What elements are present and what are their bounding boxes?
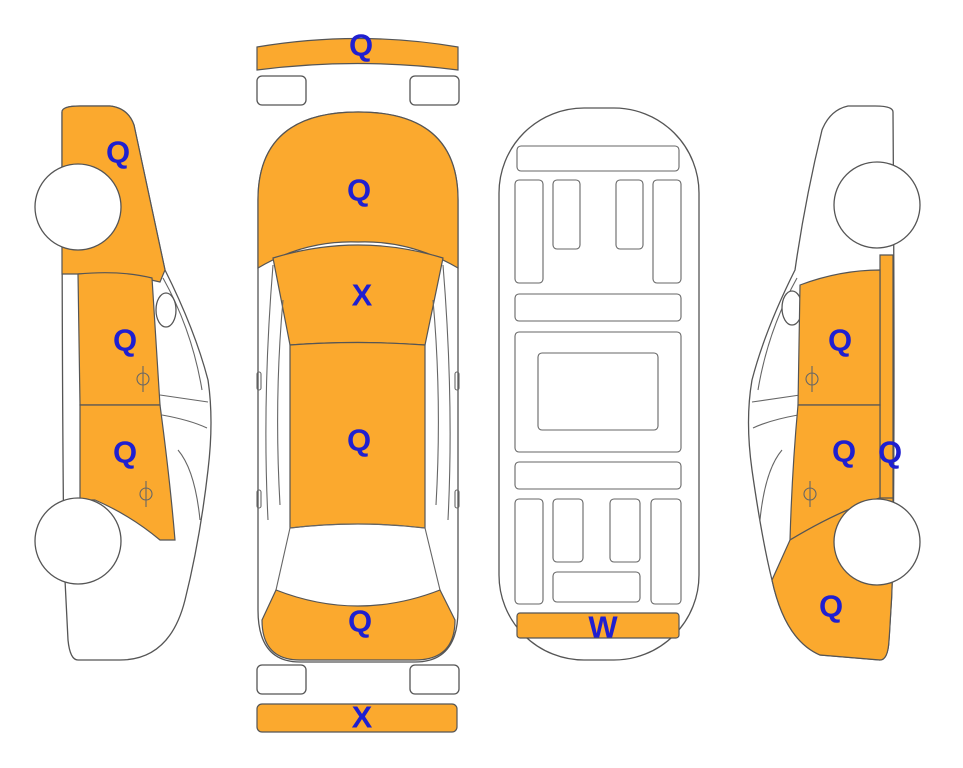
left-front-wheel — [34, 163, 122, 251]
left-rear-wheel — [34, 497, 122, 585]
right-side-view: Q Q Q Q — [747, 105, 921, 661]
underbody-front-inner-left — [552, 179, 581, 250]
right-front-door-panel[interactable] — [797, 269, 881, 406]
left-rear-door-panel[interactable] — [79, 404, 176, 541]
underbody-rear-inner-right — [609, 498, 641, 563]
left-front-door-handle — [136, 366, 150, 392]
right-front-wheel — [833, 161, 921, 249]
left-side-window-lines — [159, 277, 209, 521]
left-rear-light-top — [256, 664, 307, 695]
underbody-view: W — [498, 107, 700, 661]
underbody-mid-bar-2 — [514, 461, 682, 490]
right-rocker-code: Q — [878, 435, 902, 470]
hood-code: Q — [347, 173, 371, 208]
front-bumper-panel[interactable] — [256, 37, 459, 71]
right-side-window-lines — [751, 277, 801, 521]
right-side-window-lines — [432, 264, 451, 521]
right-mirror-top — [409, 75, 460, 106]
right-handle-top-view-2 — [454, 489, 460, 509]
left-mirror-top — [256, 75, 307, 106]
left-rear-door-code: Q — [113, 435, 137, 470]
underbody-rear-right-rail — [650, 498, 682, 605]
underbody-rear-cross — [552, 571, 641, 603]
underbody-rear-left-rail — [514, 498, 544, 605]
left-front-fender-code: Q — [106, 135, 130, 170]
front-bumper-code: Q — [349, 28, 373, 63]
trunk-code: Q — [348, 604, 372, 639]
underbody-front-right-rail — [652, 179, 682, 284]
left-side-window-lines — [265, 264, 284, 521]
underbody-front-bar — [516, 145, 680, 172]
right-front-door-code: Q — [828, 323, 852, 358]
underbody-rear-inner-left — [552, 498, 584, 563]
underbody-center-frame — [514, 331, 682, 453]
right-rear-wheel — [833, 498, 921, 586]
trunk-panel[interactable] — [261, 589, 456, 661]
right-rear-door-handle — [803, 481, 817, 507]
hood-panel[interactable] — [257, 111, 459, 270]
left-handle-top-view-1 — [256, 371, 262, 391]
left-front-door-panel[interactable] — [77, 272, 161, 406]
roof-code: Q — [347, 423, 371, 458]
right-handle-top-view-1 — [454, 371, 460, 391]
right-rear-door-code: Q — [832, 434, 856, 469]
underbody-front-left-rail — [514, 179, 544, 284]
left-front-door-code: Q — [113, 323, 137, 358]
left-handle-top-view-2 — [256, 489, 262, 509]
underbody-rear-code: W — [588, 610, 618, 645]
left-side-view: Q Q Q — [34, 105, 212, 661]
top-view: Q Q X Q Q X — [256, 28, 460, 735]
underbody-rear-panel[interactable] — [516, 612, 680, 639]
right-front-door-handle — [805, 366, 819, 392]
rear-bumper-panel[interactable] — [256, 703, 458, 733]
windshield-code: X — [352, 278, 373, 313]
right-rear-quarter-code: Q — [819, 589, 843, 624]
rear-bumper-code: X — [352, 700, 373, 735]
underbody-center-tunnel — [537, 352, 659, 431]
right-rear-light-top — [409, 664, 460, 695]
underbody-mid-bar-1 — [514, 293, 682, 322]
underbody-front-inner-right — [615, 179, 644, 250]
left-side-mirror — [155, 292, 177, 328]
underbody-outline — [498, 107, 700, 661]
left-rear-door-handle — [139, 481, 153, 507]
